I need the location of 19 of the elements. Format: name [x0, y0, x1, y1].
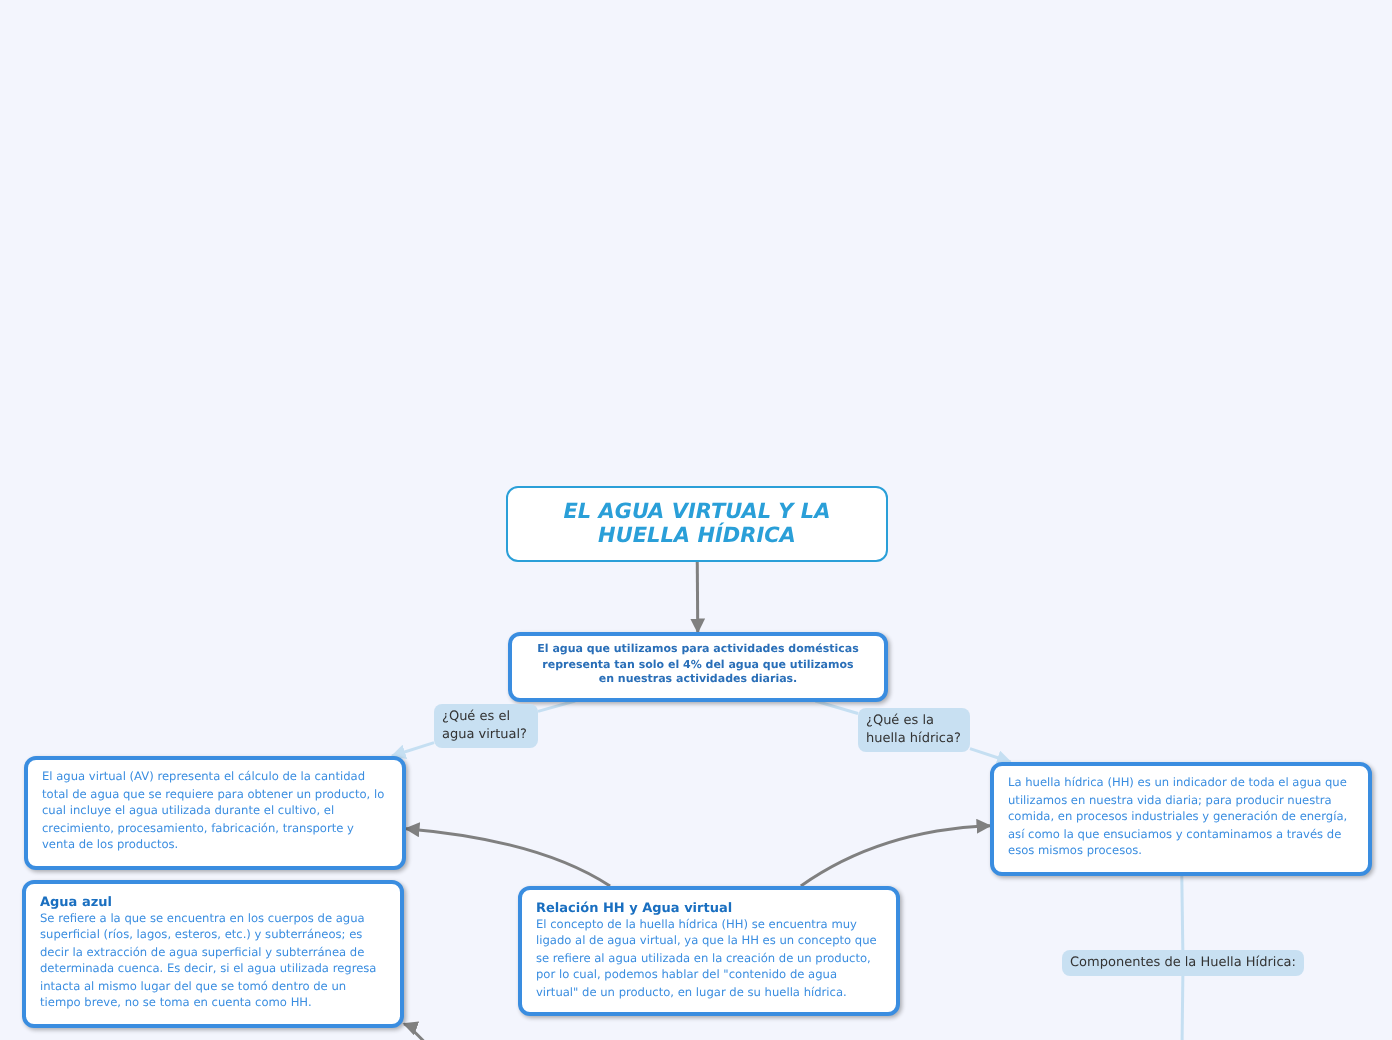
info-card: [24, 756, 406, 869]
arrow: [800, 819, 992, 888]
title-box: [506, 486, 888, 562]
connector-line: [1180, 975, 1185, 1040]
connector-line: [537, 699, 576, 713]
info-card: [990, 762, 1372, 875]
connector-line: [814, 699, 859, 715]
topic-tag: [434, 704, 538, 748]
summary-box: [508, 632, 888, 701]
info-card: [518, 886, 900, 1016]
info-card: [22, 880, 404, 1027]
connector-line: [1180, 874, 1185, 951]
arrow: [390, 741, 435, 760]
topic-tag: [858, 708, 970, 752]
arrow: [690, 562, 706, 634]
title-text: EL AGUA VIRTUAL Y LA HUELLA HÍDRICA: [561, 500, 833, 548]
arrow: [404, 822, 611, 888]
topic-tag: [1062, 950, 1304, 976]
arrow: [969, 747, 1012, 765]
